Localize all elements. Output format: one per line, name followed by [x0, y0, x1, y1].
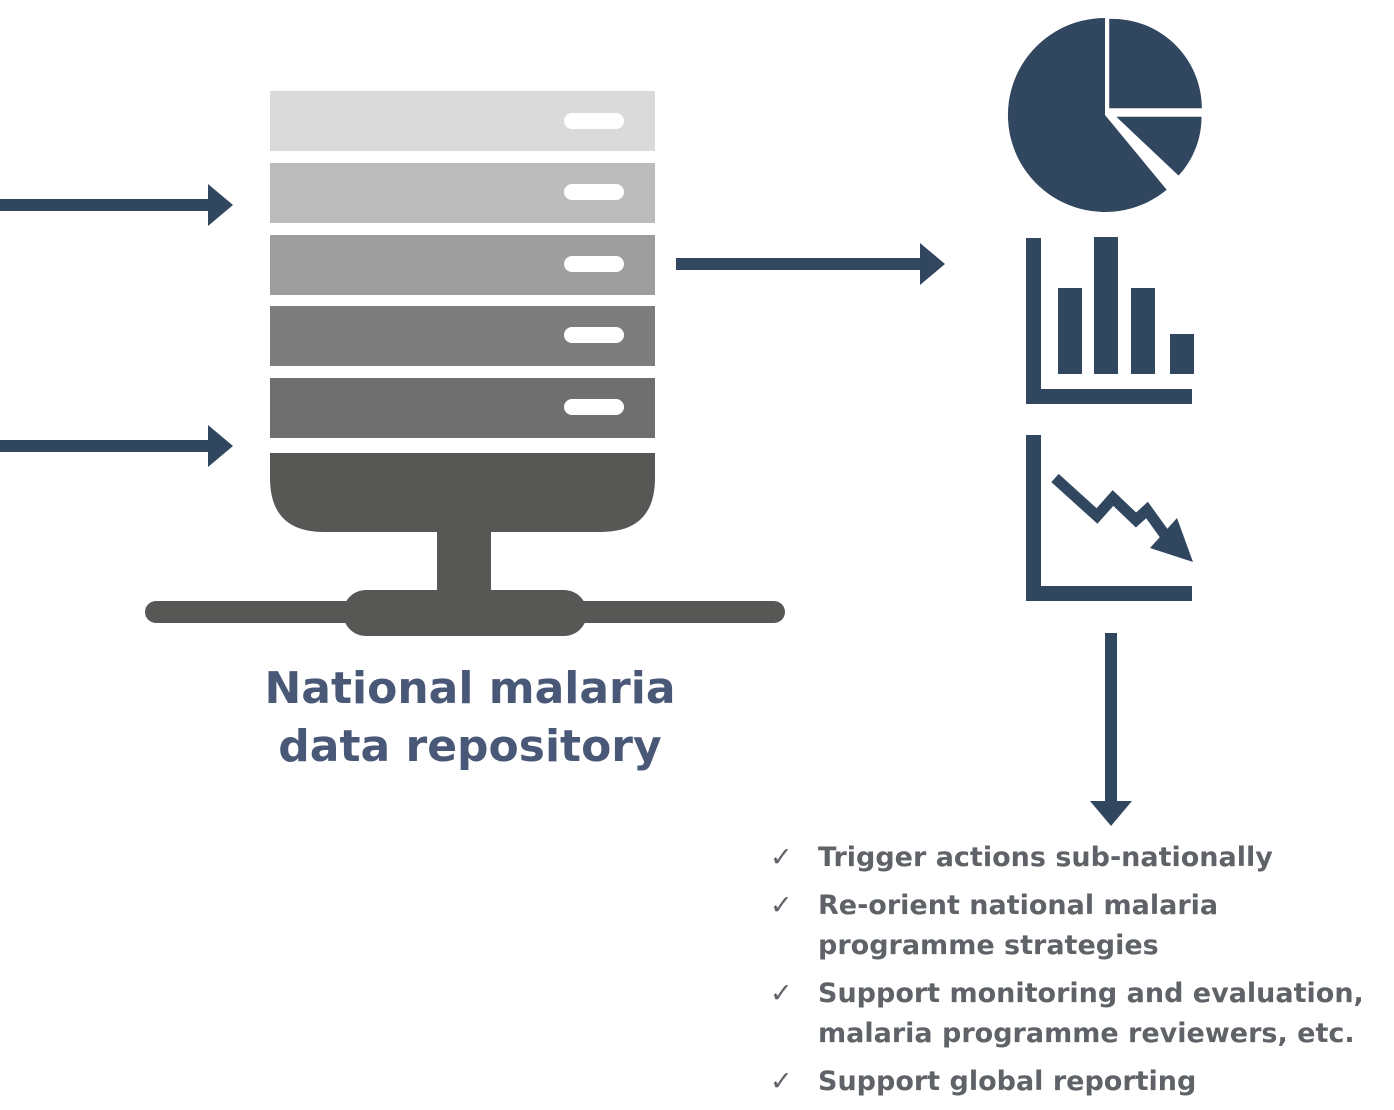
- server-base: [270, 453, 655, 532]
- repository-label-line2: data repository: [278, 721, 662, 772]
- server-stack-icon: [145, 91, 785, 636]
- list-item: ✓ Trigger actions sub-nationally: [770, 838, 1394, 878]
- down-arrow: [1090, 633, 1132, 826]
- server-stand: [437, 530, 491, 600]
- action-text: Re-orient national malaria programme str…: [818, 890, 1219, 961]
- action-text: Support monitoring and evaluation, malar…: [818, 978, 1364, 1049]
- pie-chart-icon: [1007, 17, 1202, 213]
- input-arrow-top: [0, 184, 233, 226]
- declining-line-chart-icon: [1026, 435, 1193, 601]
- check-icon: ✓: [770, 978, 793, 1009]
- bar-chart-icon: [1026, 237, 1194, 404]
- actions-list: ✓ Trigger actions sub-nationally ✓ Re-or…: [770, 838, 1394, 1110]
- check-icon: ✓: [770, 890, 793, 921]
- check-icon: ✓: [770, 842, 793, 873]
- output-arrow: [676, 243, 945, 285]
- list-item: ✓ Support global reporting: [770, 1062, 1394, 1102]
- list-item: ✓ Support monitoring and evaluation, mal…: [770, 974, 1394, 1054]
- action-text: Support global reporting: [818, 1066, 1197, 1097]
- action-text: Trigger actions sub-nationally: [818, 842, 1273, 873]
- repository-label: National malaria data repository: [220, 660, 720, 776]
- list-item: ✓ Re-orient national malaria programme s…: [770, 886, 1394, 966]
- check-icon: ✓: [770, 1066, 793, 1097]
- repository-label-line1: National malaria: [264, 663, 676, 714]
- input-arrow-bottom: [0, 425, 233, 467]
- network-hub: [343, 590, 587, 636]
